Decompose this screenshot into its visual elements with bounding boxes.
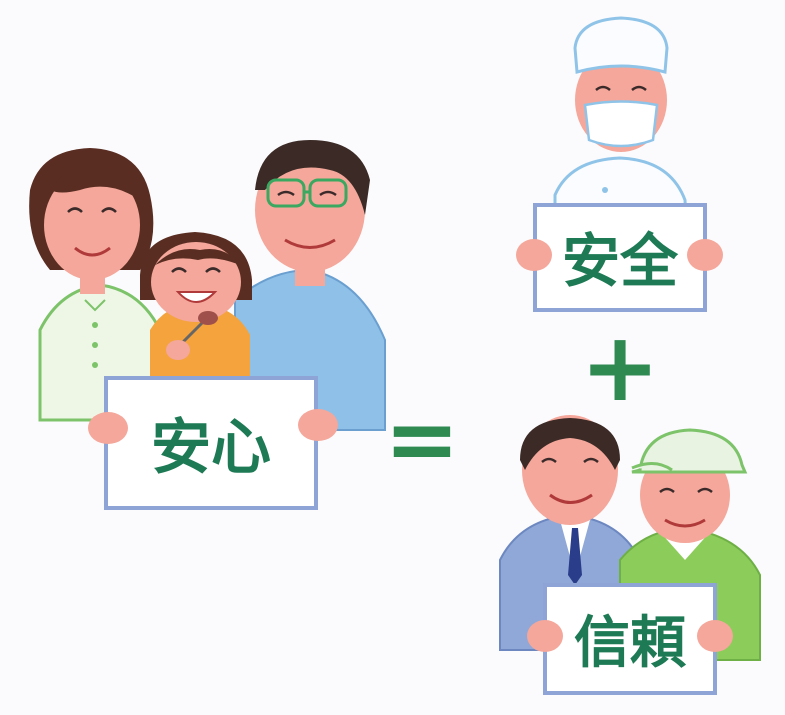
chef-hat	[573, 16, 669, 74]
right-hand	[298, 409, 338, 441]
face-mask	[583, 100, 659, 148]
worker-sign: 安全	[516, 203, 723, 312]
child-figure	[140, 232, 252, 390]
plus-operator: +	[580, 313, 660, 423]
partners-sign-text: 信頼	[574, 611, 687, 676]
left-hand	[88, 412, 128, 444]
equals-sign: =	[384, 387, 459, 492]
partners-group: 信頼	[499, 415, 761, 695]
plus-sign: +	[580, 313, 660, 423]
necktie	[568, 528, 582, 585]
family-sign: 安心	[88, 376, 338, 510]
equals-operator: =	[384, 387, 459, 492]
farmer-cap	[631, 428, 748, 474]
worker-group: 安全	[516, 16, 723, 312]
mother-figure	[29, 148, 167, 422]
worker-sign-text: 安全	[562, 227, 679, 295]
family-group: 安心	[29, 140, 386, 510]
family-sign-text: 安心	[151, 413, 271, 483]
partners-sign: 信頼	[527, 583, 733, 695]
